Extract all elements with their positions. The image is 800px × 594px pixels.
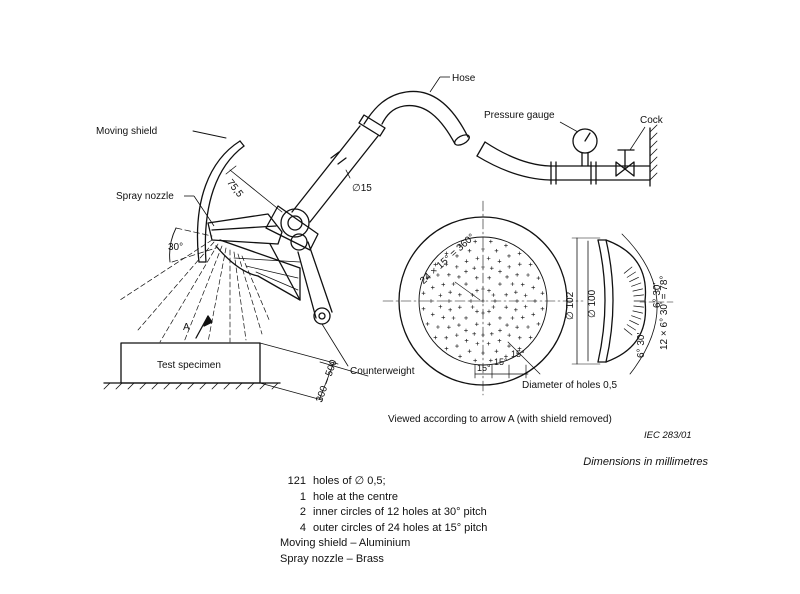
label-dim-75-5: 75,5 (224, 178, 245, 200)
moving-shield (192, 130, 245, 263)
side-tick (623, 266, 633, 274)
label-angle-6-30-b: 6° 30' (636, 333, 647, 358)
nozzle-holes (421, 239, 545, 363)
label-pressure-gauge: Pressure gauge (484, 110, 555, 121)
tube (291, 125, 379, 223)
side-tick (629, 319, 639, 326)
side-tick (629, 276, 639, 283)
wall (649, 124, 658, 187)
note-row: Spray nozzle – Brass (280, 552, 487, 568)
note-number: 2 (299, 506, 306, 518)
note-row: 2 inner circles of 12 holes at 30° pitch (280, 505, 487, 521)
label-dim-dia102: ∅ 102 (565, 291, 576, 320)
note-row: Moving shield – Aluminium (280, 536, 487, 552)
label-angle-24x15: 24 × 15° = 360° (418, 232, 477, 287)
nozzle-face-view (382, 200, 584, 396)
angle-30-marker (169, 227, 217, 263)
caption-viewed-arrow-a: Viewed according to arrow A (with shield… (388, 414, 612, 425)
note-text: hole at the centre (313, 490, 399, 503)
iec-reference: IEC 283/01 (644, 430, 692, 441)
nozzle-side-view (571, 237, 647, 365)
dimensions-note: Dimensions in millimetres (583, 456, 708, 468)
label-cock: Cock (640, 115, 664, 126)
spray-lines (119, 239, 271, 343)
note-text: outer circles of 24 holes at 15° pitch (313, 521, 488, 534)
arrow-a (195, 315, 213, 339)
label-test-specimen: Test specimen (157, 360, 221, 371)
counterweight-arm (297, 241, 333, 325)
note-number: 121 (287, 475, 306, 487)
material-notes: 121 holes of ∅ 0,5; 1 hole at the centre 2… (280, 474, 487, 567)
dim-300-500 (259, 342, 369, 401)
supply-pipe (476, 141, 651, 185)
label-diameter-of-holes: Diameter of holes 0,5 (522, 380, 617, 391)
note-number: 4 (299, 521, 306, 534)
note-row: 4 outer circles of 24 holes at 15° pitch (280, 521, 488, 537)
side-tick (631, 282, 642, 287)
side-tick (633, 294, 645, 297)
cock (615, 149, 635, 177)
side-tick (632, 310, 643, 314)
nozzle-head (207, 205, 319, 301)
label-moving-shield: Moving shield (96, 126, 157, 137)
label-pitch-15-b: 15° (494, 357, 508, 367)
side-view-ticks (623, 266, 645, 336)
label-pitch-15-a: 15° (477, 363, 491, 373)
side-tick (631, 315, 642, 320)
spray-fan (215, 239, 301, 301)
pressure-gauge (572, 128, 598, 167)
label-spray-nozzle: Spray nozzle (116, 191, 174, 202)
label-hose: Hose (452, 73, 476, 84)
label-pitch-15-c: 15° (511, 349, 525, 359)
note-text: Moving shield – Aluminium (280, 537, 411, 549)
label-counterweight: Counterweight (350, 366, 415, 377)
side-tick (626, 271, 636, 278)
dim-75-5 (225, 165, 283, 213)
counterweight-leader (321, 323, 349, 367)
label-dim-300-500: 300 – 500 (314, 358, 340, 404)
note-row: 121 holes of ∅ 0,5; (280, 474, 487, 490)
angle-78-arc (621, 233, 677, 375)
label-arrow-a: A (183, 322, 190, 333)
note-text: inner circles of 12 holes at 30° pitch (313, 506, 487, 518)
side-tick (632, 288, 643, 292)
label-dim-dia100: ∅ 100 (587, 289, 598, 318)
note-row: 1 hole at the centre (280, 490, 487, 506)
side-tick (626, 324, 636, 331)
label-angle-6-30-a: 6° 30' (652, 283, 663, 308)
label-angle-30: 30° (168, 242, 183, 253)
side-tick (633, 305, 645, 308)
note-number: 1 (299, 490, 306, 503)
note-text: holes of ∅ 0,5; (313, 475, 386, 487)
note-text: Spray nozzle – Brass (280, 552, 384, 565)
label-dim-dia15: ∅15 (352, 183, 372, 194)
side-tick (623, 328, 633, 336)
hose (358, 90, 470, 146)
label-angle-12x6-30: 12 × 6° 30' = 78° (659, 276, 670, 350)
